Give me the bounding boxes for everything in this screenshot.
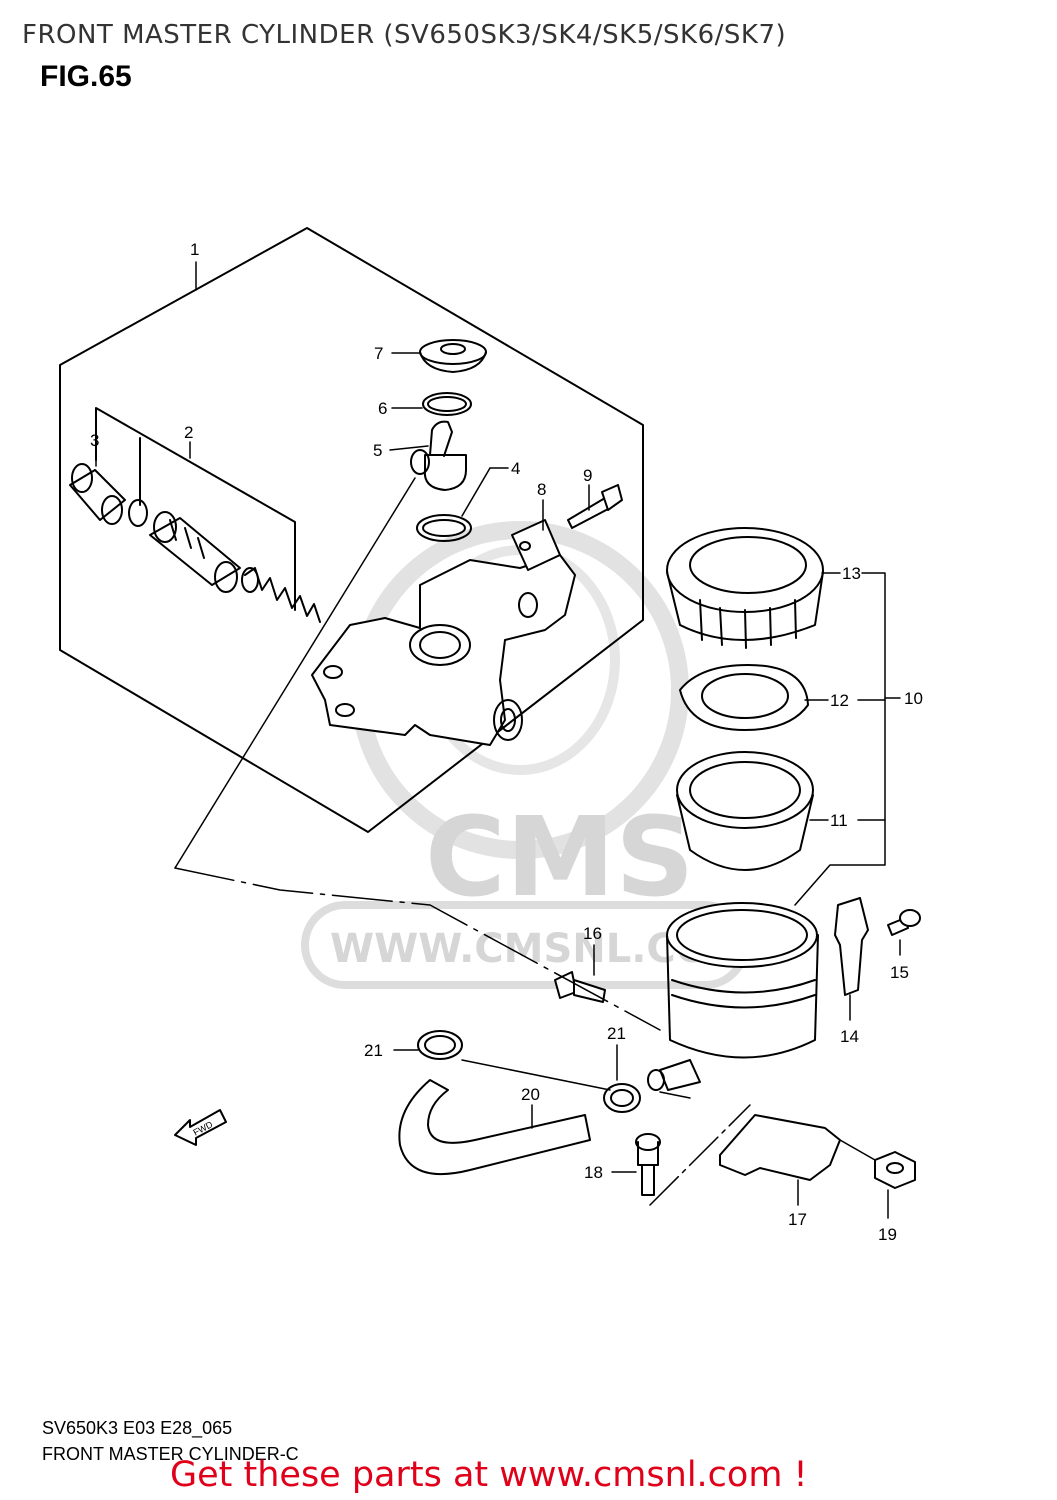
callout-2: 2: [184, 423, 193, 442]
watermark-brand: CMS: [425, 793, 694, 921]
part-7-diaphragm-cap: [419, 339, 487, 373]
callout-1: 1: [190, 240, 199, 259]
callout-9: 9: [583, 466, 592, 485]
assembly-outline-master-cylinder: [59, 227, 644, 833]
leader-lines: [95, 261, 901, 1219]
callout-19: 19: [878, 1225, 897, 1244]
part-19-nut: [874, 1151, 916, 1189]
callout-14: 14: [840, 1027, 859, 1046]
part-12-plate: [679, 664, 809, 731]
part-11-diaphragm: [676, 751, 814, 871]
part-3-dust-boot: [69, 463, 126, 525]
callout-16: 16: [583, 924, 602, 943]
group-bracket-2-3: [95, 407, 296, 611]
part-5-hose-joint: [410, 420, 467, 491]
shop-link-banner[interactable]: Get these parts at www.cmsnl.com !: [170, 1455, 808, 1495]
fwd-direction-arrow: [174, 1109, 227, 1146]
diagram-code: SV650K3 E03 E28_065: [42, 1418, 233, 1438]
part-13-reservoir-cap: [666, 527, 824, 649]
part-21-clamp-lower: [603, 1083, 641, 1113]
callout-3: 3: [90, 431, 99, 450]
part-14-bracket: [834, 897, 869, 996]
part-15-screw: [887, 909, 921, 936]
callout-21-lower: 21: [607, 1024, 626, 1043]
figure-number: FIG.65: [40, 60, 132, 93]
callout-10: 10: [904, 689, 923, 708]
part-2-piston-set: [149, 511, 321, 623]
callout-17: 17: [788, 1210, 807, 1229]
callout-11: 11: [830, 811, 848, 830]
part-20-hose: [398, 1079, 591, 1176]
callout-15: 15: [890, 963, 909, 982]
part-reservoir-tank: [647, 902, 819, 1091]
diagram-caption: FRONT MASTER CYLINDER-C: [42, 1444, 299, 1464]
callout-7: 7: [374, 344, 383, 363]
callout-20: 20: [521, 1085, 540, 1104]
callout-6: 6: [378, 399, 387, 418]
part-4-o-ring: [416, 514, 472, 542]
callout-labels: 1 2 3 7 6 5 4 9 8 13 12 10 11 16 15 14 2…: [90, 240, 923, 1244]
part-circlip-piston: [128, 499, 148, 527]
callout-18: 18: [584, 1163, 603, 1182]
callout-12: 12: [830, 691, 849, 710]
part-9-bolt: [567, 484, 623, 529]
part-18-bolt: [635, 1133, 661, 1196]
page-title: FRONT MASTER CYLINDER (SV650SK3/SK4/SK5/…: [22, 20, 787, 50]
callout-4: 4: [511, 459, 520, 478]
part-1-master-cylinder-body: [311, 519, 576, 746]
callout-5: 5: [373, 441, 382, 460]
callout-8: 8: [537, 480, 546, 499]
callout-21-upper: 21: [364, 1041, 383, 1060]
part-6-circlip: [422, 392, 472, 416]
part-21-clamp-upper: [417, 1030, 463, 1060]
part-17-bracket: [719, 1114, 841, 1181]
callout-13: 13: [842, 564, 861, 583]
